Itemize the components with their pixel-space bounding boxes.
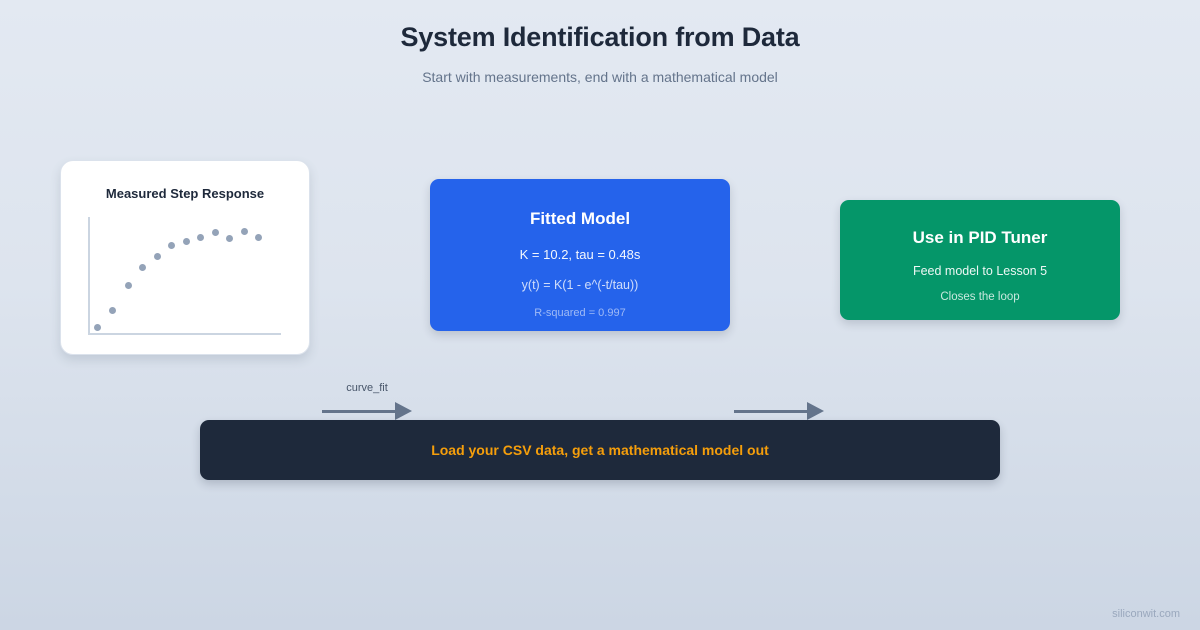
arrow-head-icon [395, 402, 412, 420]
data-point [124, 282, 132, 290]
data-point [108, 307, 116, 315]
pid-tuner-title: Use in PID Tuner [912, 228, 1048, 247]
arrow-shaft [322, 410, 395, 413]
arrow-label-curve-fit: curve_fit [346, 382, 388, 394]
fitted-model-title: Fitted Model [529, 209, 631, 228]
arrow-curve-fit: curve_fit [322, 382, 412, 425]
pid-tuner-detail: Feed model to Lesson 5 [912, 264, 1048, 278]
data-point [139, 264, 147, 272]
fitted-model-r-squared: R-squared = 0.997 [534, 307, 626, 319]
fitted-model-params: K = 10.2, tau = 0.48s [519, 247, 641, 262]
arrow-shaft [734, 410, 807, 413]
page-title: System Identification from Data [400, 22, 800, 52]
y-axis-line [88, 217, 90, 333]
pid-tuner-note: Closes the loop [940, 291, 1020, 303]
page-subtitle: Start with measurements, end with a math… [422, 69, 778, 85]
callout-banner: Load your CSV data, get a mathematical m… [200, 420, 1000, 480]
arrow-to-pid-tuner [734, 399, 824, 425]
page-header: System Identification from Data Start wi… [0, 0, 1200, 85]
fitted-model-box[interactable]: Fitted Model K = 10.2, tau = 0.48s y(t) … [430, 179, 730, 331]
arrow-head-icon [807, 402, 824, 420]
data-point [153, 252, 161, 260]
callout-banner-text: Load your CSV data, get a mathematical m… [431, 442, 769, 458]
data-point [197, 233, 205, 241]
x-axis-line [88, 333, 281, 335]
watermark: siliconwit.com [1112, 608, 1180, 620]
data-point [168, 241, 176, 249]
flow-diagram: Measured Step Response curve_fit Fitted … [0, 155, 1200, 420]
step-response-scatter-plot [88, 217, 283, 335]
chart-title: Measured Step Response [105, 186, 265, 201]
measured-step-response-card: Measured Step Response [60, 160, 310, 355]
data-point [226, 234, 234, 242]
fitted-model-equation: y(t) = K(1 - e^(-t/tau)) [521, 278, 639, 292]
data-point [182, 237, 190, 245]
data-point [254, 233, 262, 241]
pid-tuner-box[interactable]: Use in PID Tuner Feed model to Lesson 5 … [840, 200, 1120, 320]
data-point [94, 324, 102, 332]
data-point [211, 229, 219, 237]
data-point [240, 228, 248, 236]
